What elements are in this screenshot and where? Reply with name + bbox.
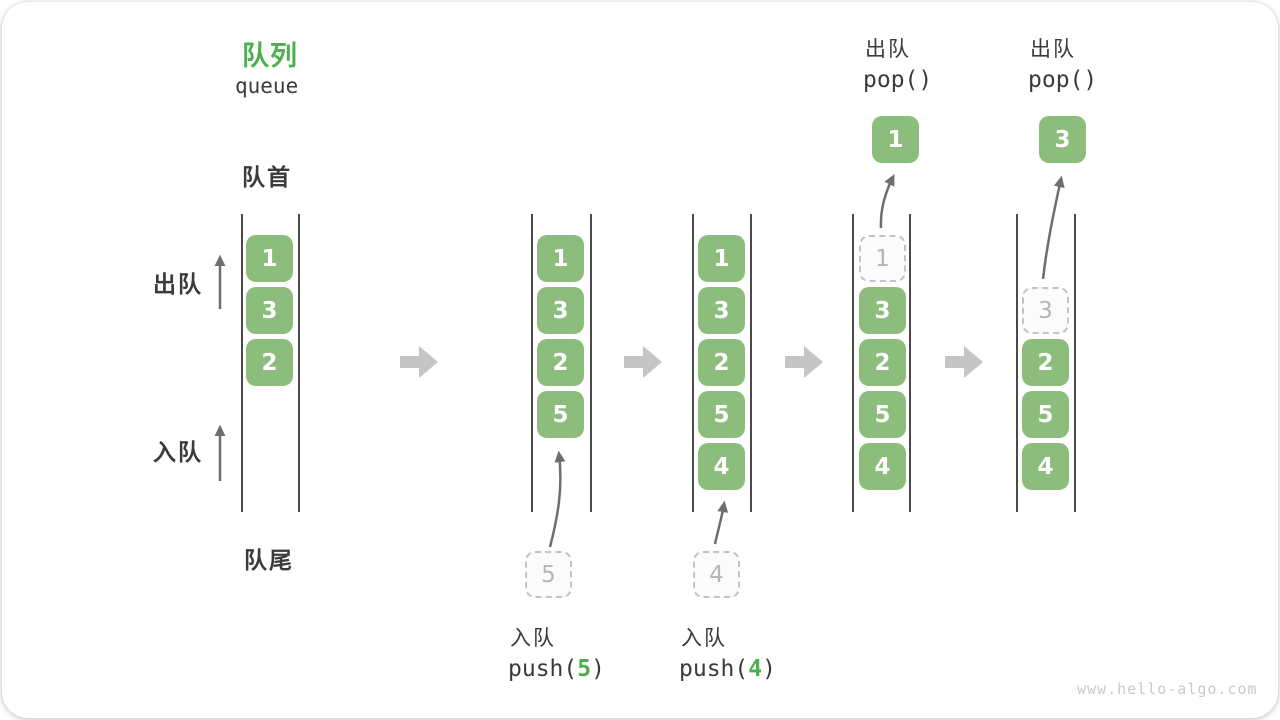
queue-item: 4 <box>1022 443 1069 490</box>
watermark: www.hello-algo.com <box>1077 680 1258 698</box>
dequeue-op-label: 出队 <box>865 38 911 61</box>
code-text: push( <box>679 656 749 682</box>
pop-1-arrow <box>879 173 895 229</box>
queue-item: 5 <box>698 391 745 438</box>
code-close: ) <box>762 656 776 682</box>
queue-item: 4 <box>698 443 745 490</box>
dequeue-op-code: pop() <box>863 67 933 93</box>
removed-item-ghost: 1 <box>859 235 906 282</box>
enqueue-op-label: 入队 <box>510 627 556 650</box>
transition-arrow-4 <box>945 346 983 378</box>
queue-item: 2 <box>859 339 906 386</box>
dequeue-op-code: pop() <box>1028 67 1098 93</box>
code-arg: 4 <box>748 656 763 682</box>
queue-wall <box>852 214 854 512</box>
queue-item: 5 <box>1022 391 1069 438</box>
queue-wall <box>1074 214 1076 512</box>
queue-item: 4 <box>859 443 906 490</box>
queue-wall <box>1016 214 1018 512</box>
title-zh: 队列 <box>242 41 298 71</box>
queue-item: 5 <box>537 391 584 438</box>
queue-item: 3 <box>859 287 906 334</box>
enqueue-op-code: push(4) <box>679 656 776 682</box>
code-text: push( <box>508 656 578 682</box>
queue-item: 3 <box>537 287 584 334</box>
queue-item: 1 <box>698 235 745 282</box>
queue-wall <box>241 214 243 512</box>
push-5-arrow <box>548 450 566 548</box>
enqueue-op-label: 入队 <box>681 627 727 650</box>
popped-item: 3 <box>1039 116 1086 163</box>
transition-arrow-1 <box>400 346 438 378</box>
code-close: ) <box>591 656 605 682</box>
incoming-item-ghost: 5 <box>525 551 572 598</box>
label-queue-rear: 队尾 <box>244 547 294 573</box>
queue-wall <box>692 214 694 512</box>
removed-item-ghost: 3 <box>1022 287 1069 334</box>
queue-item: 2 <box>698 339 745 386</box>
queue-wall <box>590 214 592 512</box>
queue-item: 2 <box>246 339 293 386</box>
queue-wall <box>298 214 300 512</box>
title-en: queue <box>235 74 299 98</box>
popped-item: 1 <box>872 116 919 163</box>
enqueue-op-code: push(5) <box>508 656 605 682</box>
queue-item: 3 <box>246 287 293 334</box>
label-enqueue-side: 入队 <box>153 439 203 465</box>
push-4-arrow <box>713 500 729 545</box>
queue-item: 3 <box>698 287 745 334</box>
queue-item: 1 <box>246 235 293 282</box>
transition-arrow-2 <box>624 346 662 378</box>
incoming-item-ghost: 4 <box>693 551 740 598</box>
code-arg: 5 <box>577 656 592 682</box>
queue-wall <box>909 214 911 512</box>
queue-wall <box>531 214 533 512</box>
queue-item: 5 <box>859 391 906 438</box>
queue-item: 2 <box>1022 339 1069 386</box>
label-queue-front: 队首 <box>242 164 292 190</box>
pop-3-arrow <box>1041 175 1065 280</box>
dequeue-op-label: 出队 <box>1030 38 1076 61</box>
transition-arrow-3 <box>785 346 823 378</box>
queue-item: 1 <box>537 235 584 282</box>
queue-wall <box>750 214 752 512</box>
queue-item: 2 <box>537 339 584 386</box>
label-dequeue-side: 出队 <box>153 271 203 297</box>
